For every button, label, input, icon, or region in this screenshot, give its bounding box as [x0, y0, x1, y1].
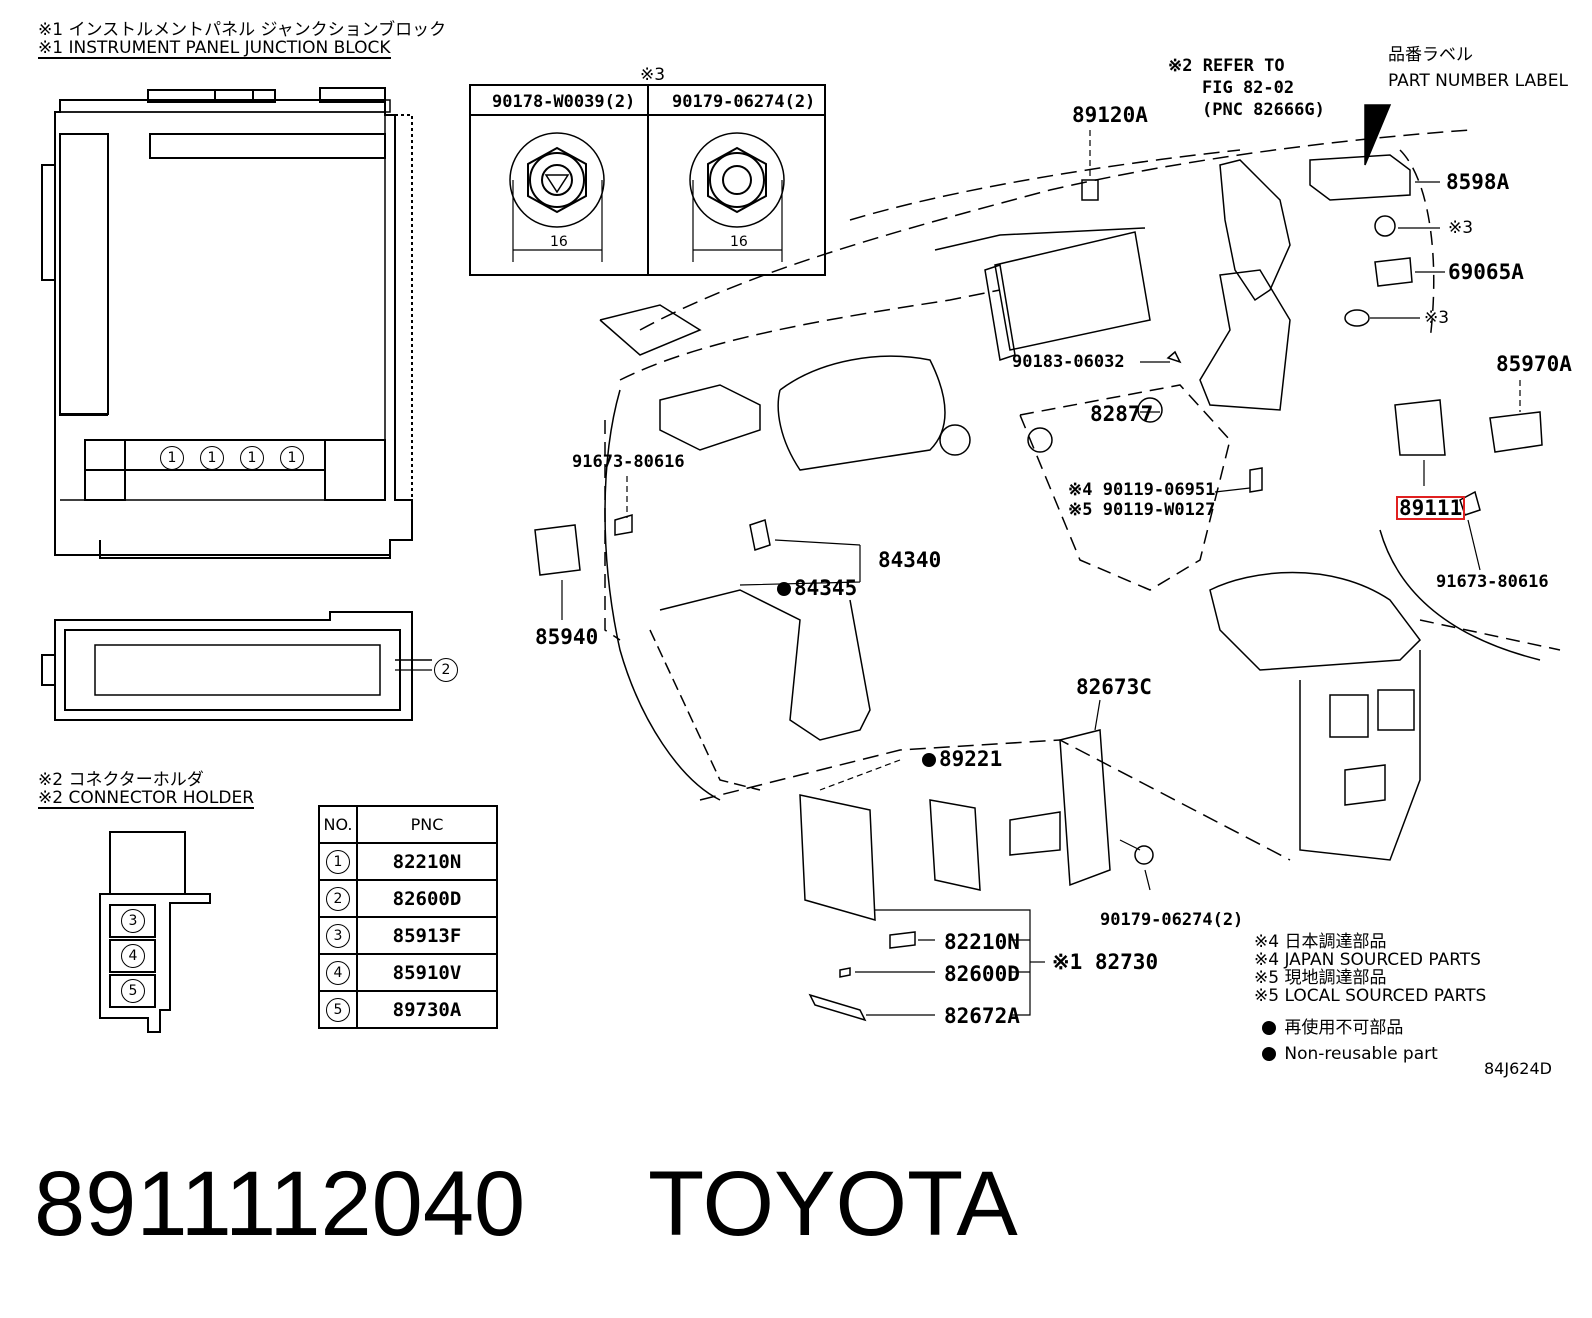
brand-title: TOYOTA: [648, 1153, 1018, 1255]
jb-marker-2: 2: [434, 658, 458, 682]
callout-90119-W0127: ※5 90119-W0127: [1068, 500, 1216, 520]
table-row: 2 82600D: [318, 879, 498, 918]
callout-89120A: 89120A: [1072, 103, 1148, 127]
connector-holder-note-en: ※2 CONNECTOR HOLDER: [38, 788, 255, 809]
junction-block-note-jp: ※1 インストルメントパネル ジャンクションブロック: [38, 20, 447, 40]
refer-note-line2: FIG 82-02: [1202, 78, 1295, 98]
callout-mark3-a: ※3: [1448, 218, 1474, 238]
callout-8598A: 8598A: [1446, 170, 1510, 194]
legend-nr-en-text: Non-reusable part: [1284, 1044, 1438, 1064]
legend-local-en: ※5 LOCAL SOURCED PARTS: [1254, 986, 1487, 1006]
callout-91673-80616-left: 91673-80616: [572, 452, 685, 472]
row-pnc: 85913F: [356, 916, 498, 955]
table-row: 1 82210N: [318, 842, 498, 881]
table-row: 5 89730A: [318, 990, 498, 1029]
jb-marker-1a: 1: [160, 446, 184, 470]
non-reusable-dot: [922, 753, 936, 767]
legend-japan-jp: ※4 日本調達部品: [1254, 932, 1387, 952]
callout-82672A: 82672A: [944, 1004, 1020, 1028]
callout-85940: 85940: [535, 625, 599, 649]
row-pnc: 82600D: [356, 879, 498, 918]
nut-table-col2: 90179-06274(2): [672, 92, 816, 112]
callout-82673C: 82673C: [1076, 675, 1152, 699]
callout-69065A: 69065A: [1448, 260, 1524, 284]
pnc-table-header: NO. PNC: [318, 805, 498, 844]
part-number-title: 8911112040: [34, 1153, 526, 1255]
legend-japan-en: ※4 JAPAN SOURCED PARTS: [1254, 950, 1481, 970]
pnc-header-pnc: PNC: [356, 805, 498, 844]
table-row: 3 85913F: [318, 916, 498, 955]
holder-marker-4: 4: [121, 944, 145, 968]
pnc-header-no: NO.: [318, 805, 358, 844]
non-reusable-dot: [1262, 1047, 1276, 1061]
row-number: 3: [326, 923, 350, 948]
row-pnc: 82210N: [356, 842, 498, 881]
callout-85970A: 85970A: [1496, 352, 1572, 376]
row-pnc: 89730A: [356, 990, 498, 1029]
callout-90183-06032: 90183-06032: [1012, 352, 1125, 372]
part-number-label-jp: 品番ラベル: [1388, 45, 1473, 65]
jb-marker-1d: 1: [280, 446, 304, 470]
callout-91673-80616-right: 91673-80616: [1436, 572, 1549, 592]
dashboard-drawing: [599, 129, 1561, 861]
leader-lines: [395, 130, 1521, 1016]
callout-82877: 82877: [1090, 402, 1154, 426]
callout-89221: 89221: [922, 747, 1002, 771]
callout-90119-06951: ※4 90119-06951: [1068, 480, 1216, 500]
row-number: 1: [326, 849, 350, 874]
nut-table-col1: 90178-W0039(2): [492, 92, 636, 112]
row-number: 5: [326, 997, 350, 1022]
nut-dimension-1: 16: [550, 234, 568, 250]
callout-90179-06274: 90179-06274(2): [1100, 910, 1244, 930]
part-glyphs: [534, 104, 1543, 1022]
nut-dimension-2: 16: [730, 234, 748, 250]
callout-82210N: 82210N: [944, 930, 1020, 954]
connector-holder-note-jp: ※2 コネクターホルダ: [38, 770, 204, 790]
legend-non-reusable-jp: 再使用不可部品: [1262, 1020, 1403, 1037]
part-number-label-en: PART NUMBER LABEL: [1388, 71, 1568, 91]
callout-89221-text: 89221: [939, 747, 1003, 771]
legend-nr-jp-text: 再使用不可部品: [1284, 1018, 1404, 1038]
nut-table-drawing: [469, 84, 826, 276]
refer-note-line1: ※2 REFER TO: [1168, 56, 1285, 76]
callout-mark3-b: ※3: [1424, 308, 1450, 328]
legend-local-jp: ※5 現地調達部品: [1254, 968, 1387, 988]
jb-marker-1b: 1: [200, 446, 224, 470]
non-reusable-dot: [777, 582, 791, 596]
row-number: 2: [326, 886, 350, 911]
holder-marker-5: 5: [121, 979, 145, 1003]
holder-marker-3: 3: [121, 909, 145, 933]
callout-84340: 84340: [878, 548, 942, 572]
figure-code: 84J624D: [1484, 1059, 1552, 1078]
junction-block-drawing: [41, 87, 432, 721]
legend-non-reusable-en: Non-reusable part: [1262, 1046, 1438, 1063]
junction-block-note-en: ※1 INSTRUMENT PANEL JUNCTION BLOCK: [38, 38, 391, 59]
callout-84345: 84345: [777, 576, 857, 600]
row-number: 4: [326, 960, 350, 985]
non-reusable-dot: [1262, 1021, 1276, 1035]
pnc-table: NO. PNC 1 82210N 2 82600D 3 85913F 4 859…: [318, 805, 498, 1029]
jb-marker-1c: 1: [240, 446, 264, 470]
callout-89111-highlighted: 89111: [1396, 496, 1466, 520]
table-row: 4 85910V: [318, 953, 498, 992]
callout-82600D: 82600D: [944, 962, 1020, 986]
nut-table-mark: ※3: [640, 65, 666, 85]
callout-82730: ※1 82730: [1052, 950, 1159, 974]
row-pnc: 85910V: [356, 953, 498, 992]
connector-holder-drawing: [99, 831, 211, 1033]
callout-84345-text: 84345: [794, 576, 858, 600]
refer-note-line3: (PNC 82666G): [1202, 100, 1325, 120]
